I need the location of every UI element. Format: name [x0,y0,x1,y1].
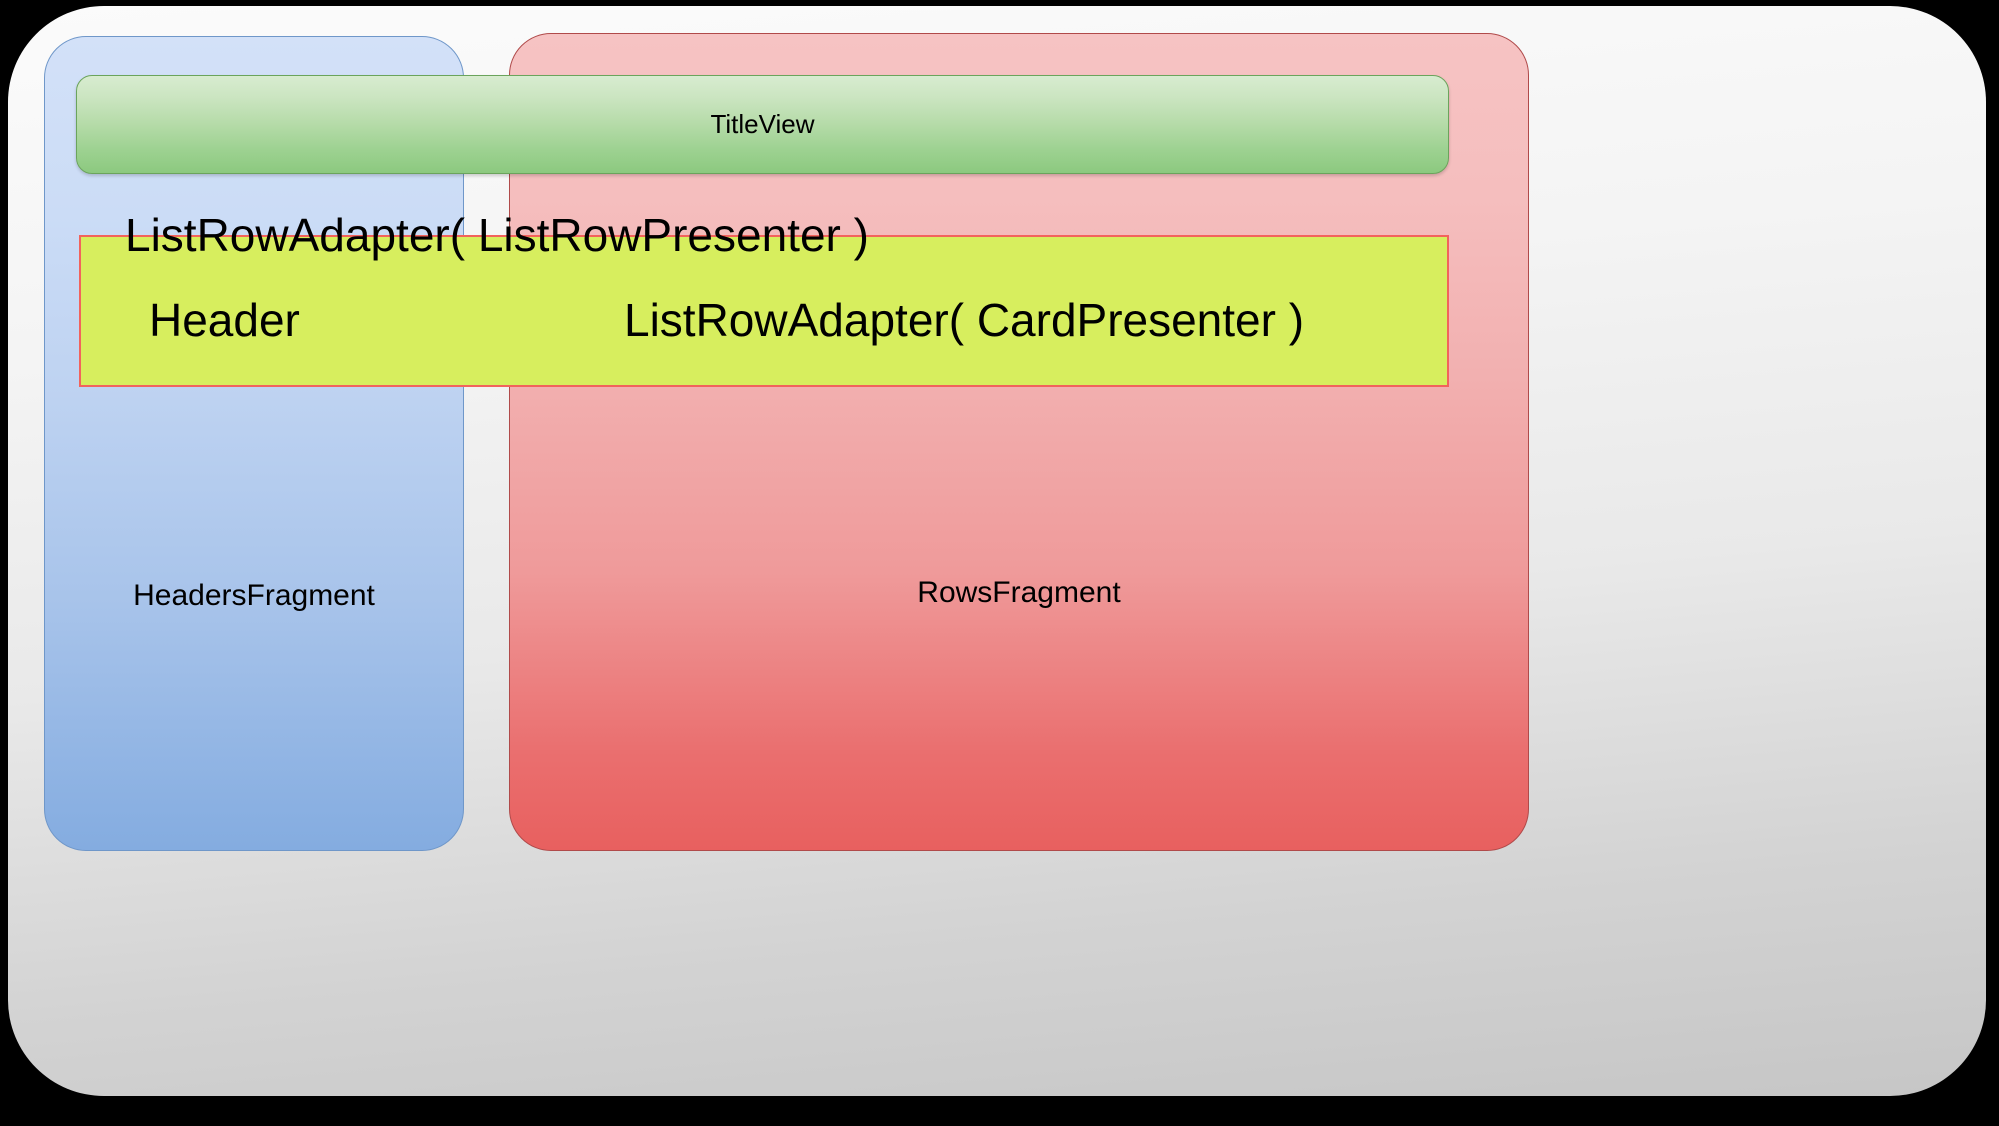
headers-fragment-label: HeadersFragment [133,579,375,612]
rows-fragment-label: RowsFragment [917,576,1121,609]
list-row-box[interactable] [79,235,1449,387]
title-view-label: TitleView [710,109,815,139]
title-view-bar[interactable]: TitleView [76,75,1449,174]
header-label: Header [149,294,300,346]
browse-fragment-shell: HeadersFragment RowsFragment TitleView L… [8,6,1986,1096]
list-row-adapter-presenter-label: ListRowAdapter( ListRowPresenter ) [125,209,869,261]
list-row-adapter-card-label: ListRowAdapter( CardPresenter ) [624,294,1305,346]
